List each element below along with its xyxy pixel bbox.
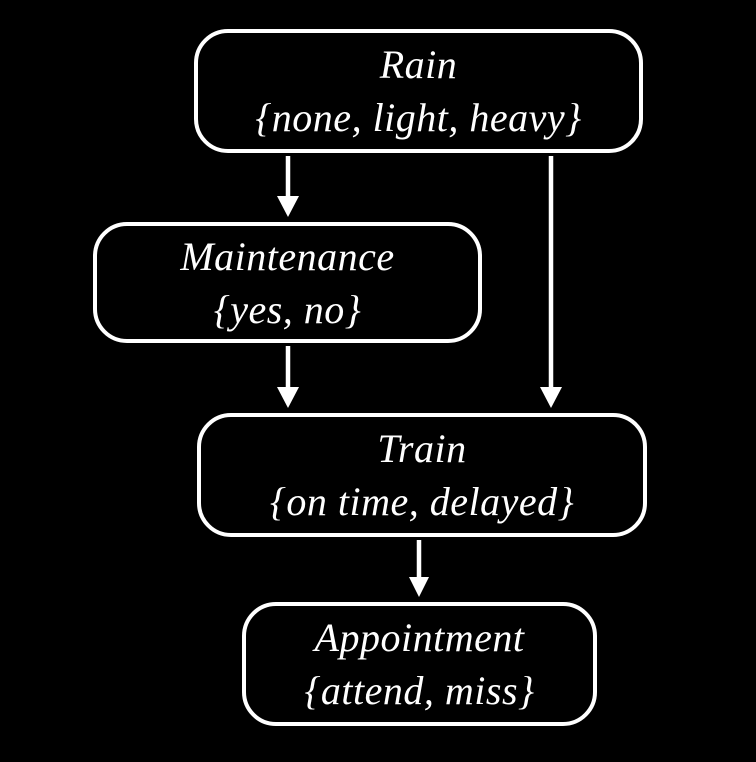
- node-maintenance-values: {yes, no}: [213, 286, 362, 332]
- node-maintenance: Maintenance {yes, no}: [93, 222, 482, 343]
- edge-rain-maintenance-arrow: [277, 156, 299, 217]
- node-rain: Rain {none, light, heavy}: [194, 29, 643, 153]
- node-train-label: Train: [377, 426, 467, 471]
- node-maintenance-label: Maintenance: [180, 233, 395, 279]
- node-appointment-label: Appointment: [314, 615, 525, 660]
- edge-train-appointment-arrow: [409, 540, 429, 597]
- node-rain-label: Rain: [379, 42, 458, 87]
- edge-rain-train-arrow: [540, 156, 562, 408]
- edge-maintenance-train-arrow: [277, 346, 299, 408]
- node-train-values: {on time, delayed}: [269, 479, 575, 524]
- node-appointment: Appointment {attend, miss}: [242, 602, 597, 726]
- node-rain-values: {none, light, heavy}: [255, 95, 582, 140]
- node-train: Train {on time, delayed}: [197, 413, 647, 537]
- node-appointment-values: {attend, miss}: [304, 668, 535, 713]
